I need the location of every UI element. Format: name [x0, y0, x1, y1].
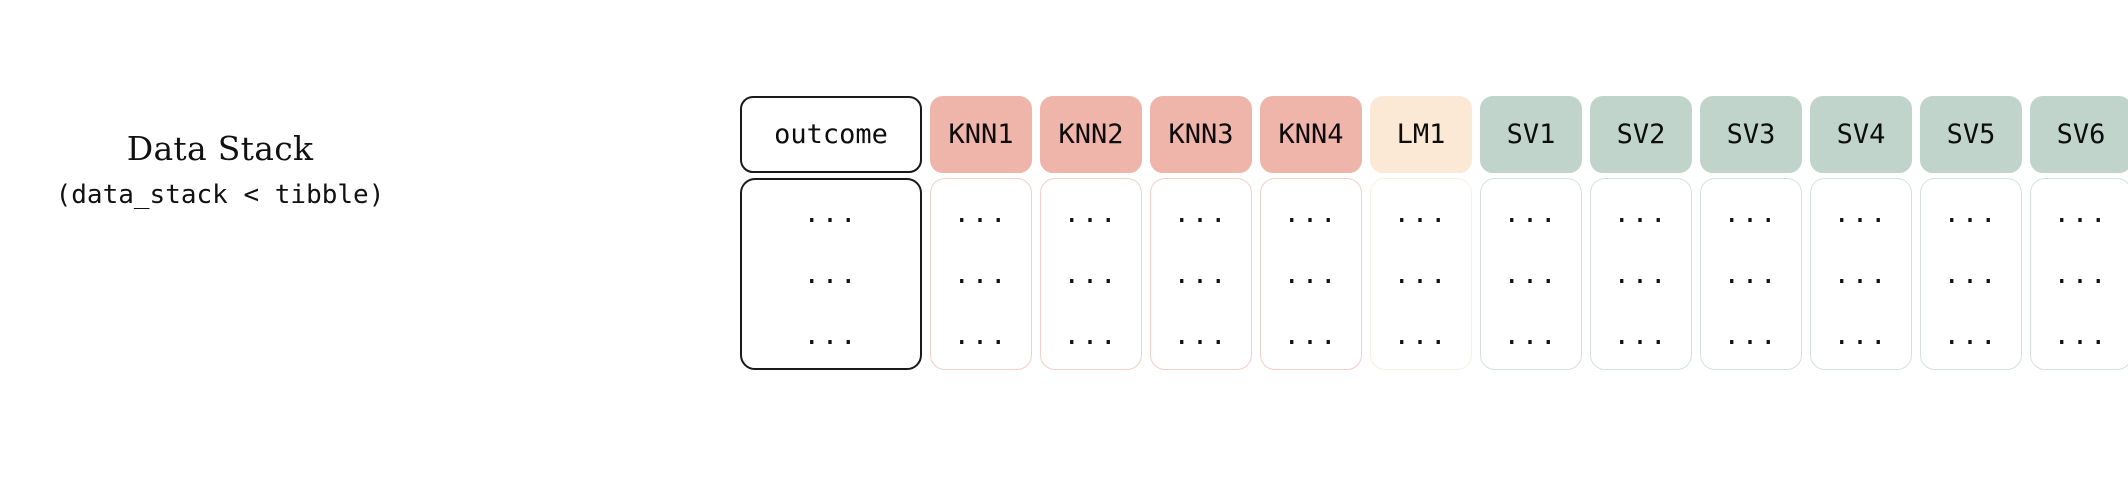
- column-header-sv5[interactable]: SV5: [1920, 96, 2022, 173]
- placeholder-row: ...: [1613, 197, 1669, 229]
- column-header-label: SV5: [1946, 119, 1996, 150]
- placeholder-row: ...: [1613, 258, 1669, 290]
- placeholder-row: ...: [953, 258, 1009, 290]
- placeholder-row: ...: [1723, 319, 1779, 351]
- placeholder-row: ...: [1613, 319, 1669, 351]
- data-stack-table: outcome......... KNN1......... KNN2.......…: [740, 96, 2128, 376]
- placeholder-row: ...: [1833, 197, 1889, 229]
- placeholder-row: ...: [2053, 319, 2109, 351]
- placeholder-row: ...: [1833, 258, 1889, 290]
- placeholder-row: ...: [1943, 319, 1999, 351]
- placeholder-row: ...: [2053, 258, 2109, 290]
- data-stack-caption: Data Stack (data_stack < tibble): [0, 128, 440, 212]
- placeholder-row: ...: [1833, 319, 1889, 351]
- caption-subtitle: (data_stack < tibble): [55, 180, 385, 211]
- column-header-knn3[interactable]: KNN3: [1150, 96, 1252, 173]
- column-header-sv3[interactable]: SV3: [1700, 96, 1802, 173]
- column-body-knn2: .........: [1040, 178, 1142, 370]
- placeholder-row: ...: [803, 258, 859, 290]
- placeholder-row: ...: [1283, 197, 1339, 229]
- column-body-knn4: .........: [1260, 178, 1362, 370]
- placeholder-row: ...: [1503, 319, 1559, 351]
- column-body-sv6: .........: [2030, 178, 2128, 370]
- placeholder-row: ...: [1393, 197, 1449, 229]
- placeholder-row: ...: [1173, 319, 1229, 351]
- placeholder-row: ...: [1063, 258, 1119, 290]
- column-header-knn2[interactable]: KNN2: [1040, 96, 1142, 173]
- column-header-sv4[interactable]: SV4: [1810, 96, 1912, 173]
- column-header-label: SV3: [1726, 119, 1776, 150]
- column-header-knn4[interactable]: KNN4: [1260, 96, 1362, 173]
- column-body-outcome: .........: [740, 178, 922, 370]
- column-body-sv5: .........: [1920, 178, 2022, 370]
- column-body-sv3: .........: [1700, 178, 1802, 370]
- column-header-sv1[interactable]: SV1: [1480, 96, 1582, 173]
- column-header-label: SV4: [1836, 119, 1886, 150]
- column-header-sv2[interactable]: SV2: [1590, 96, 1692, 173]
- placeholder-row: ...: [1283, 319, 1339, 351]
- placeholder-row: ...: [953, 319, 1009, 351]
- column-header-label: KNN1: [948, 119, 1014, 150]
- placeholder-row: ...: [2053, 197, 2109, 229]
- placeholder-row: ...: [803, 319, 859, 351]
- column-header-knn1[interactable]: KNN1: [930, 96, 1032, 173]
- column-header-label: SV1: [1506, 119, 1556, 150]
- placeholder-row: ...: [1503, 258, 1559, 290]
- placeholder-row: ...: [1503, 197, 1559, 229]
- column-header-lm1[interactable]: LM1: [1370, 96, 1472, 173]
- placeholder-row: ...: [1283, 258, 1339, 290]
- placeholder-row: ...: [1173, 258, 1229, 290]
- placeholder-row: ...: [1393, 258, 1449, 290]
- placeholder-row: ...: [803, 197, 859, 229]
- column-body-lm1: .........: [1370, 178, 1472, 370]
- column-header-label: SV6: [2056, 119, 2106, 150]
- column-header-label: KNN3: [1168, 119, 1234, 150]
- column-body-sv2: .........: [1590, 178, 1692, 370]
- column-body-sv4: .........: [1810, 178, 1912, 370]
- column-body-sv1: .........: [1480, 178, 1582, 370]
- placeholder-row: ...: [1063, 319, 1119, 351]
- placeholder-row: ...: [1393, 319, 1449, 351]
- column-header-sv6[interactable]: SV6: [2030, 96, 2128, 173]
- caption-title: Data Stack: [126, 129, 314, 168]
- column-header-label: KNN4: [1278, 119, 1344, 150]
- placeholder-row: ...: [1173, 197, 1229, 229]
- placeholder-row: ...: [1063, 197, 1119, 229]
- placeholder-row: ...: [1723, 197, 1779, 229]
- placeholder-row: ...: [953, 197, 1009, 229]
- column-header-outcome[interactable]: outcome: [740, 96, 922, 173]
- placeholder-row: ...: [1723, 258, 1779, 290]
- column-body-knn3: .........: [1150, 178, 1252, 370]
- column-header-label: KNN2: [1058, 119, 1124, 150]
- column-body-knn1: .........: [930, 178, 1032, 370]
- column-header-label: SV2: [1616, 119, 1666, 150]
- column-header-label: outcome: [774, 119, 888, 150]
- placeholder-row: ...: [1943, 197, 1999, 229]
- placeholder-row: ...: [1943, 258, 1999, 290]
- column-header-label: LM1: [1396, 119, 1446, 150]
